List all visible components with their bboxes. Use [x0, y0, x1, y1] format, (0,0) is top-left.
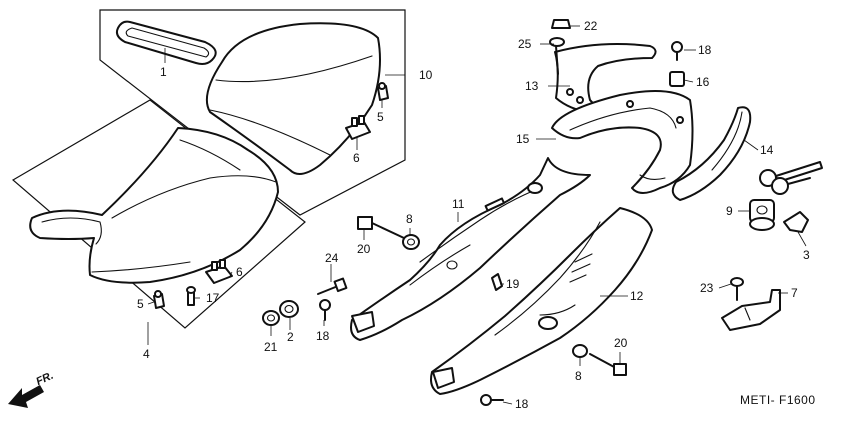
callout-3: 3 — [803, 248, 810, 262]
callout-6-upper: 6 — [353, 151, 360, 165]
bolt-24 — [317, 277, 348, 295]
bolt-18-left — [319, 299, 331, 321]
bolt-23 — [730, 277, 744, 301]
grab-rail-left — [554, 43, 657, 113]
callout-11: 11 — [452, 197, 465, 211]
callout-5-lower: 5 — [137, 297, 144, 311]
rear-cowl — [551, 90, 694, 194]
cap-22 — [551, 19, 571, 29]
seat-bracket-lower — [205, 259, 233, 284]
callout-22: 22 — [584, 19, 598, 33]
collar-16 — [669, 71, 685, 87]
callout-18-left: 18 — [316, 329, 330, 343]
callout-7: 7 — [791, 286, 798, 300]
callout-10: 10 — [419, 68, 433, 82]
left-side-cover — [350, 157, 591, 341]
callout-6-lower: 6 — [236, 265, 243, 279]
callout-18-lower: 18 — [515, 397, 529, 411]
callout-labels: 1 2 3 4 5 5 6 6 7 8 8 9 10 11 12 13 14 1… — [137, 19, 810, 411]
callout-4: 4 — [143, 347, 150, 361]
grab-rail-right — [671, 106, 752, 201]
callout-8-right: 8 — [575, 369, 582, 383]
callout-9: 9 — [726, 204, 733, 218]
seat-damper-lower — [153, 290, 165, 309]
callout-13: 13 — [525, 79, 539, 93]
lock-cam — [783, 211, 809, 233]
callout-8-left: 8 — [406, 212, 413, 226]
callout-17: 17 — [206, 291, 220, 305]
bolt-18-lower — [480, 394, 504, 406]
callout-24: 24 — [325, 251, 339, 265]
leader-lines — [147, 25, 807, 405]
grommet-21 — [262, 310, 280, 326]
seat-band — [115, 20, 217, 65]
callout-19: 19 — [506, 277, 520, 291]
right-side-cover — [430, 207, 653, 395]
callout-12: 12 — [630, 289, 644, 303]
callout-18-upper: 18 — [698, 43, 712, 57]
callout-20-left: 20 — [357, 242, 371, 256]
callout-14: 14 — [760, 143, 774, 157]
callout-25: 25 — [518, 37, 532, 51]
callout-2: 2 — [287, 330, 294, 344]
clip-19 — [491, 273, 503, 291]
seat-damper-upper — [377, 82, 389, 101]
collar-8-right — [572, 344, 588, 358]
seat-fastener — [186, 286, 196, 306]
bolt-20-left — [357, 216, 405, 239]
callout-23: 23 — [700, 281, 714, 295]
callout-16: 16 — [696, 75, 710, 89]
callout-21: 21 — [264, 340, 278, 354]
seat-bracket-upper — [345, 115, 371, 140]
callout-5-upper: 5 — [377, 110, 384, 124]
callout-15: 15 — [516, 132, 530, 146]
key — [759, 161, 823, 195]
grommet-2 — [279, 300, 299, 318]
front-seat — [29, 127, 279, 284]
rear-seat-group-box — [99, 9, 406, 216]
callout-20-right: 20 — [614, 336, 628, 350]
front-marker-text: FR. — [34, 370, 55, 388]
seat-lock — [749, 199, 775, 231]
callout-1: 1 — [160, 65, 167, 79]
lock-bracket — [721, 289, 781, 331]
bolt-18-upper — [671, 41, 683, 61]
diagram-code: METI- F1600 — [740, 393, 816, 407]
bolt-20-right — [589, 353, 627, 376]
collar-8-left — [402, 234, 420, 250]
front-direction-arrow: FR. — [8, 370, 55, 408]
